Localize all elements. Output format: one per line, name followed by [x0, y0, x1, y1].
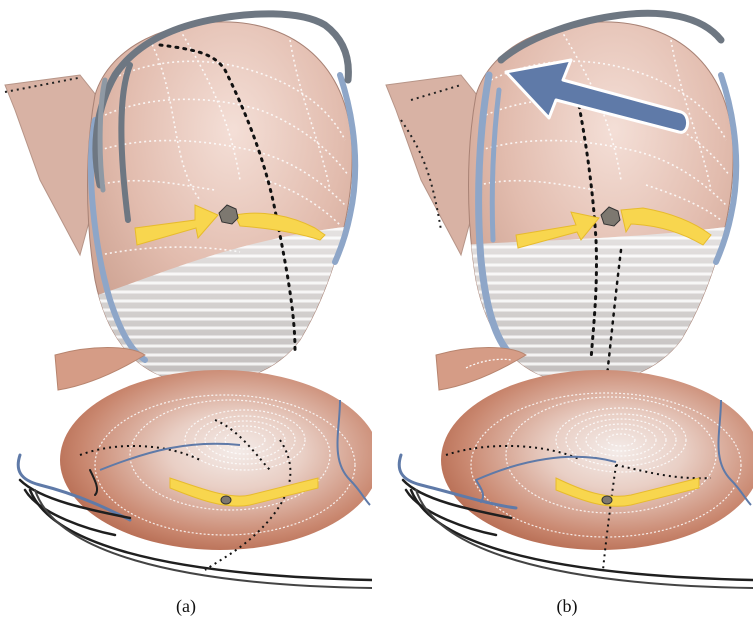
heart-dotted-line — [574, 88, 598, 362]
pacing-site-marker — [218, 204, 239, 225]
coronary-vessel-gray — [497, 9, 725, 64]
yellow-arrow-left — [134, 204, 219, 246]
pacing-site-marker — [600, 206, 621, 227]
electrode-cables — [16, 453, 372, 589]
coronary-vessel-blue — [87, 117, 148, 363]
lower-flap — [54, 347, 146, 391]
heart-visualization-b — [385, 9, 753, 589]
coronary-vessel-blue — [475, 71, 515, 359]
isochrone-lines — [97, 29, 349, 256]
direction-arrow-blue — [504, 58, 689, 134]
yellow-arrow-right — [234, 212, 326, 241]
heart-dotted-line — [158, 43, 297, 352]
heart-visualization-a — [4, 10, 372, 589]
polar-map-disk — [441, 370, 753, 550]
electrode-cables — [397, 453, 753, 589]
figure-panel-a — [0, 0, 372, 590]
figure-panel-b — [381, 0, 753, 590]
yellow-line-disk — [555, 477, 700, 507]
atrium-dotted-line — [4, 77, 79, 93]
lower-flap — [435, 347, 527, 391]
caption-b: (b) — [556, 596, 578, 616]
caption-a: (a) — [176, 596, 196, 616]
yellow-arrow-left — [515, 211, 600, 249]
atrium-flap — [4, 74, 101, 257]
yellow-line-disk — [169, 477, 319, 507]
yellow-arrow-right — [620, 207, 712, 246]
atrium-flap — [385, 74, 482, 257]
